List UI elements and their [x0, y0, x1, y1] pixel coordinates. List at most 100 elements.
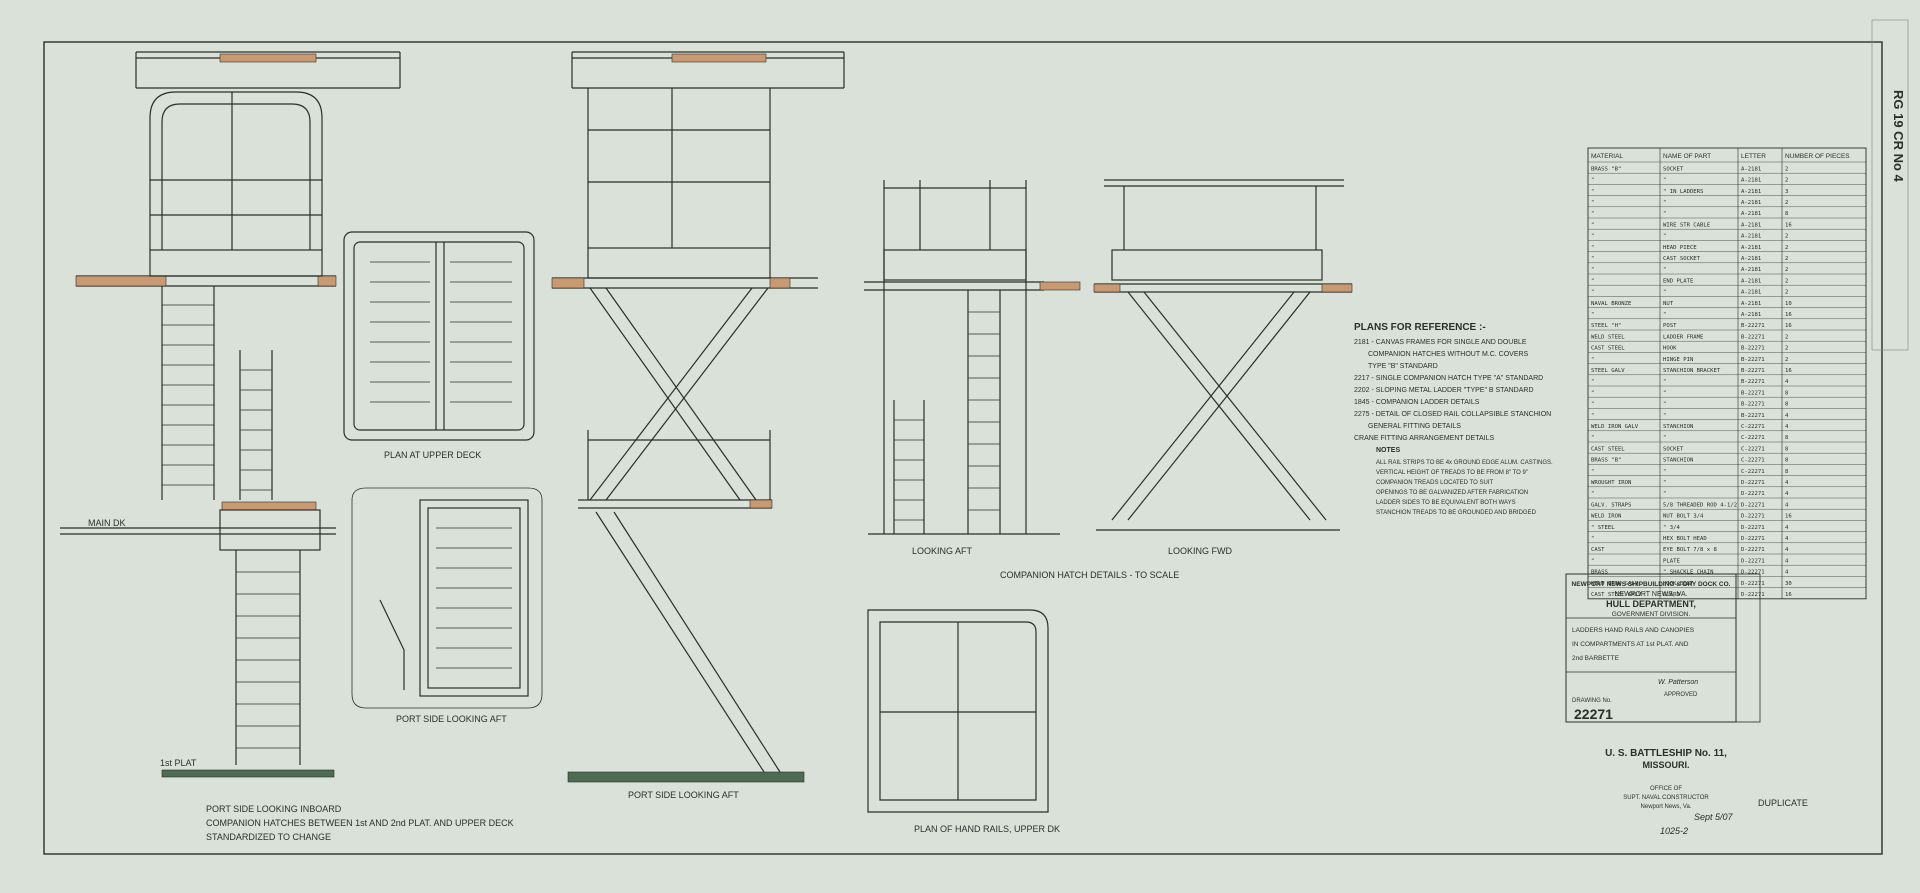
schedule-cell: WIRE STR CABLE — [1663, 222, 1711, 228]
schedule-cell: 2 — [1785, 178, 1788, 184]
schedule-cell: 4 — [1785, 413, 1789, 419]
schedule-header: LETTER — [1741, 153, 1766, 160]
note-item: COMPANION TREADS LOCATED TO SUIT — [1376, 480, 1493, 486]
schedule-cell: BRASS "B" — [1591, 458, 1621, 464]
schedule-cell: 4 — [1785, 570, 1789, 576]
schedule-cell: A-2181 — [1741, 290, 1761, 296]
schedule-cell: A-2181 — [1741, 189, 1761, 195]
schedule-cell: 4 — [1785, 424, 1789, 430]
view-tall-stair-section — [551, 51, 845, 783]
schedule-cell: 10 — [1785, 301, 1792, 307]
schedule-cell: 16 — [1785, 323, 1792, 329]
schedule-cell: " — [1663, 211, 1666, 217]
caption-companion-hatches: COMPANION HATCHES BETWEEN 1st AND 2nd PL… — [206, 818, 514, 828]
schedule-cell: GUARD — [1663, 592, 1680, 598]
title-plan-upper-deck: PLAN AT UPPER DECK — [384, 450, 481, 460]
schedule-cell: " — [1591, 189, 1594, 195]
schedule-cell: BRASS "B" — [1591, 166, 1621, 172]
schedule-cell: D-22271 — [1741, 491, 1765, 497]
schedule-cell: B-22271 — [1741, 402, 1765, 408]
plans-item: COMPANION HATCHES WITHOUT M.C. COVERS — [1368, 351, 1529, 358]
schedule-cell: D-22271 — [1741, 480, 1765, 486]
schedule-cell: C-22271 — [1741, 446, 1765, 452]
schedule-cell: A-2181 — [1741, 222, 1761, 228]
label-main-dk: MAIN DK — [88, 518, 126, 528]
schedule-cell: " — [1591, 435, 1594, 441]
schedule-cell: A-2181 — [1741, 166, 1761, 172]
tb-drawing-no: 22271 — [1574, 706, 1613, 722]
schedule-cell: A-2181 — [1741, 245, 1761, 251]
schedule-header: MATERIAL — [1591, 153, 1623, 160]
title-looking-aft: LOOKING AFT — [912, 546, 973, 556]
schedule-cell: BRASS — [1591, 570, 1608, 576]
schedule-cell: 4 — [1785, 547, 1789, 553]
schedule-cell: A-2181 — [1741, 312, 1761, 318]
note-item: STANCHION TREADS TO BE GROUNDED AND BRID… — [1376, 510, 1537, 516]
schedule-cell: " — [1591, 267, 1594, 273]
schedule-cell: C-22271 — [1741, 424, 1765, 430]
schedule-cell: 16 — [1785, 222, 1792, 228]
label-first-plat: 1st PLAT — [160, 758, 197, 768]
schedule-cell: A-2181 — [1741, 234, 1761, 240]
schedule-cell: B-22271 — [1741, 390, 1765, 396]
schedule-cell: " — [1663, 491, 1666, 497]
plans-item: 2217 - SINGLE COMPANION HATCH TYPE "A" S… — [1354, 375, 1543, 382]
schedule-cell: " — [1663, 390, 1666, 396]
schedule-cell: NAVAL BRONZE — [1591, 301, 1632, 307]
schedule-cell: 4 — [1785, 491, 1789, 497]
schedule-cell: 2 — [1785, 245, 1788, 251]
schedule-cell: CAST STEEL — [1591, 346, 1625, 352]
schedule-cell: CAST STEEL GALV — [1591, 592, 1642, 598]
schedule-cell: 3 — [1785, 189, 1788, 195]
view-plan-upper-deck — [343, 231, 535, 441]
schedule-cell: " — [1591, 222, 1594, 228]
schedule-cell: " — [1591, 211, 1594, 217]
view-port-side-looking-inboard — [60, 51, 401, 778]
schedule-cell: 4 — [1785, 480, 1789, 486]
schedule-cell: NUT BOLT 3/4 — [1663, 514, 1704, 520]
schedule-cell: CAST SOCKET — [1663, 256, 1701, 262]
notes-heading: NOTES — [1376, 447, 1400, 454]
schedule-cell: B-22271 — [1741, 357, 1765, 363]
schedule-cell: B-22271 — [1741, 368, 1765, 374]
schedule-cell: A-2181 — [1741, 278, 1761, 284]
schedule-cell: 8 — [1785, 435, 1789, 441]
schedule-cell: 2 — [1785, 234, 1788, 240]
schedule-cell: A-2181 — [1741, 301, 1761, 307]
schedule-cell: WELD IRON GALV — [1591, 581, 1639, 587]
schedule-header: NUMBER OF PIECES — [1785, 153, 1850, 160]
schedule-cell: " — [1591, 278, 1594, 284]
schedule-cell: STEEL GALV — [1591, 368, 1625, 374]
schedule-cell: 2 — [1785, 267, 1788, 273]
schedule-cell: HINGE PIN — [1663, 357, 1693, 363]
schedule-cell: CAST — [1591, 547, 1605, 553]
note-item: OPENINGS TO BE GALVANIZED AFTER FABRICAT… — [1376, 490, 1528, 496]
schedule-cell: " SHACKLE CHAIN — [1663, 570, 1714, 576]
schedule-cell: HOOK BOLT — [1663, 581, 1694, 587]
schedule-cell: NUT — [1663, 301, 1674, 307]
note-item: LADDER SIDES TO BE EQUIVALENT BOTH WAYS — [1376, 500, 1516, 506]
schedule-cell: " — [1591, 390, 1594, 396]
plans-item: 2202 - SLOPING METAL LADDER "TYPE" B STA… — [1354, 387, 1534, 394]
tb-division: GOVERNMENT DIVISION. — [1612, 611, 1691, 618]
schedule-cell: " — [1663, 290, 1666, 296]
stamp-duplicate: DUPLICATE — [1758, 798, 1808, 808]
plans-item: 2181 - CANVAS FRAMES FOR SINGLE AND DOUB… — [1354, 339, 1527, 346]
schedule-cell: A-2181 — [1741, 178, 1761, 184]
schedule-cell: 2 — [1785, 290, 1788, 296]
schedule-cell: 2 — [1785, 334, 1788, 340]
schedule-cell: " — [1591, 469, 1594, 475]
schedule-cell: A-2181 — [1741, 211, 1761, 217]
schedule-cell: 16 — [1785, 514, 1792, 520]
schedule-cell: " — [1591, 312, 1594, 318]
schedule-cell: B-22271 — [1741, 413, 1765, 419]
caption-port-side-inboard: PORT SIDE LOOKING INBOARD — [206, 804, 342, 814]
schedule-cell: 8 — [1785, 211, 1789, 217]
floor-plate — [161, 769, 335, 778]
schedule-cell: 30 — [1785, 581, 1792, 587]
schedule-cell: D-22271 — [1741, 581, 1765, 587]
schedule-cell: " — [1591, 245, 1594, 251]
schedule-cell: " — [1591, 256, 1594, 262]
schedule-cell: 5/8 THREADED ROD 4-1/2 — [1663, 502, 1737, 508]
